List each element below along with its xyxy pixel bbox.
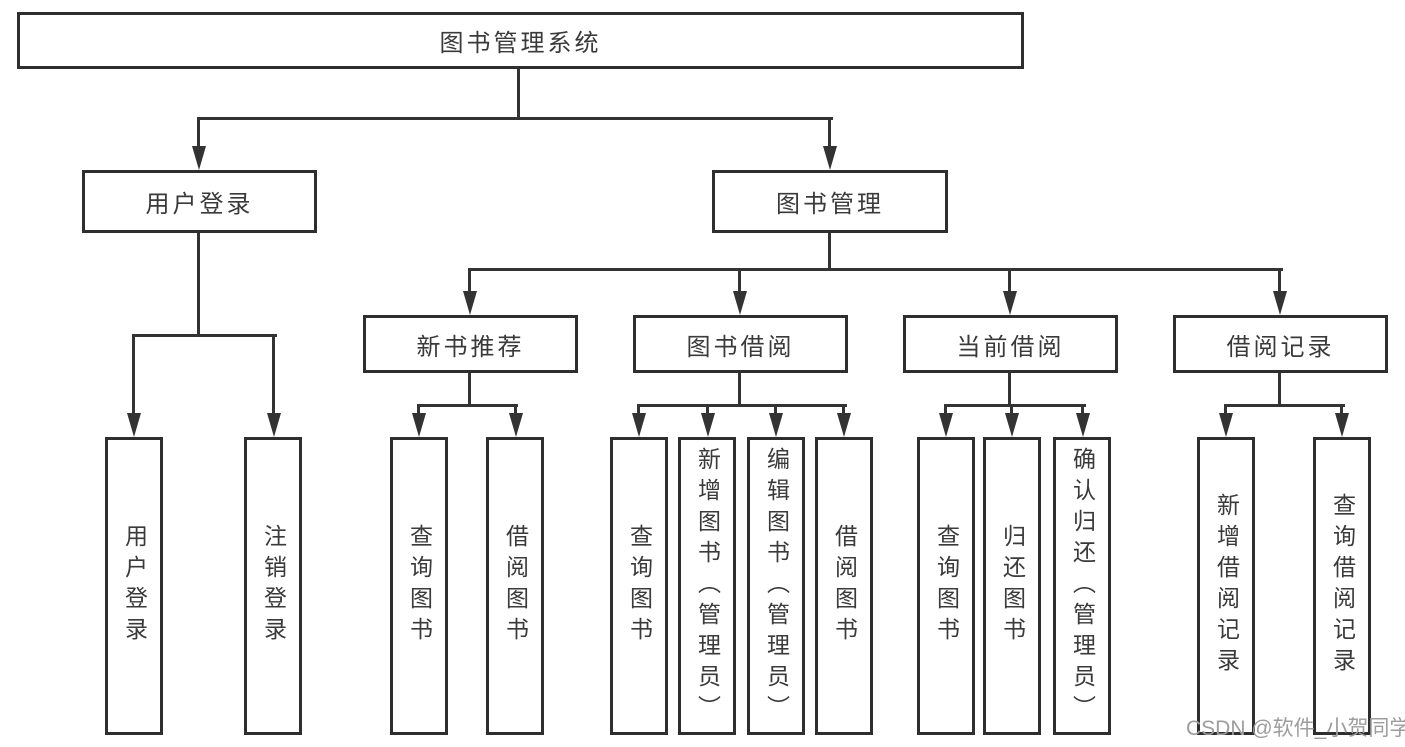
node-cb-return-books-label: 归还图书	[999, 524, 1026, 648]
node-bb-add-books-admin: 新增图书（管理员）	[678, 437, 736, 735]
node-book-management: 图书管理	[712, 170, 948, 233]
arrow-shaft-cb-return	[1010, 404, 1013, 415]
csdn-watermark: CSDN @软件_小贺同学	[1186, 717, 1405, 740]
arrow-shaft-to-borrow-records	[1278, 268, 1281, 293]
connector-user-login-stem	[197, 233, 200, 337]
arrow-shaft-nb-borrow	[514, 404, 517, 415]
connector-borrow-records-hline	[1224, 404, 1345, 407]
connector-new-book-rec-stem	[468, 373, 471, 407]
connector-current-borrow-stem	[1008, 373, 1011, 407]
arrow-shaft-to-new-book-rec	[468, 268, 471, 293]
arrow-shaft-to-current-borrow	[1008, 268, 1011, 293]
connector-book-borrow-stem	[738, 373, 741, 407]
connector-root-stem	[517, 69, 520, 120]
arrow-shaft-cb-confirm	[1081, 404, 1084, 415]
node-br-add-record-label: 新增借阅记录	[1213, 493, 1240, 679]
node-br-query-record-label: 查询借阅记录	[1329, 493, 1356, 679]
connector-book-mgmt-stem	[828, 233, 831, 271]
node-logout-label: 注销登录	[260, 524, 287, 648]
node-new-book-recommend-label: 新书推荐	[416, 333, 525, 361]
node-borrow-records-label: 借阅记录	[1226, 333, 1335, 361]
arrowhead-br-add	[1219, 413, 1233, 437]
node-cb-confirm-return-admin-label: 确认归还（管理员）	[1069, 446, 1096, 726]
node-book-management-label: 图书管理	[776, 191, 884, 218]
connector-book-mgmt-hline	[468, 268, 1283, 271]
node-current-borrow-label: 当前借阅	[956, 333, 1065, 361]
connector-root-hline	[197, 117, 833, 120]
connector-user-login-hline	[132, 334, 277, 337]
arrowhead-to-new-book-rec	[463, 291, 477, 315]
connector-current-borrow-hline	[944, 404, 1086, 407]
node-user-login-action: 用户登录	[105, 437, 163, 735]
node-bb-borrow-books: 借阅图书	[815, 437, 873, 735]
arrow-shaft-to-book-mgmt	[828, 117, 831, 148]
arrowhead-br-query	[1335, 413, 1349, 437]
node-book-borrow: 图书借阅	[633, 315, 848, 373]
arrowhead-nb-query	[412, 413, 426, 437]
node-bb-query-books-label: 查询图书	[626, 524, 653, 648]
node-bb-edit-books-admin: 编辑图书（管理员）	[747, 437, 805, 735]
node-root: 图书管理系统	[17, 12, 1024, 69]
arrowhead-nb-borrow	[509, 413, 523, 437]
arrow-shaft-br-query	[1340, 404, 1343, 415]
arrow-shaft-to-v-logout	[272, 334, 275, 415]
arrowhead-bb-borrow	[837, 413, 851, 437]
arrowhead-bb-add	[701, 413, 715, 437]
arrowhead-to-book-borrow	[733, 291, 747, 315]
arrow-shaft-bb-add	[706, 404, 709, 415]
node-nb-query-books: 查询图书	[390, 437, 448, 735]
node-bb-borrow-books-label: 借阅图书	[831, 524, 858, 648]
node-root-label: 图书管理系统	[439, 30, 602, 57]
node-logout: 注销登录	[244, 437, 302, 735]
node-bb-add-books-admin-label: 新增图书（管理员）	[694, 446, 721, 726]
node-user-login-label: 用户登录	[145, 191, 254, 218]
node-nb-borrow-books: 借阅图书	[486, 437, 544, 735]
arrow-shaft-bb-edit	[774, 404, 777, 415]
node-cb-query-books: 查询图书	[917, 437, 975, 735]
arrowhead-bb-edit	[769, 413, 783, 437]
node-new-book-recommend: 新书推荐	[363, 315, 578, 373]
node-user-login: 用户登录	[82, 170, 317, 233]
node-cb-query-books-label: 查询图书	[933, 524, 960, 648]
arrowhead-cb-confirm	[1076, 413, 1090, 437]
node-br-add-record: 新增借阅记录	[1197, 437, 1255, 735]
node-bb-query-books: 查询图书	[610, 437, 668, 735]
arrow-shaft-bb-query	[637, 404, 640, 415]
arrow-shaft-nb-query	[417, 404, 420, 415]
connector-borrow-records-stem	[1278, 373, 1281, 407]
arrowhead-to-user-login	[192, 146, 206, 170]
connector-book-borrow-hline	[637, 404, 847, 407]
node-current-borrow: 当前借阅	[903, 315, 1118, 373]
arrowhead-to-book-mgmt	[823, 146, 837, 170]
node-book-borrow-label: 图书借阅	[686, 333, 795, 361]
arrow-shaft-to-user-login	[197, 117, 200, 148]
node-user-login-action-label: 用户登录	[121, 524, 148, 648]
node-br-query-record: 查询借阅记录	[1313, 437, 1371, 735]
arrow-shaft-bb-borrow	[842, 404, 845, 415]
connector-new-book-rec-hline	[417, 404, 518, 407]
arrowhead-cb-return	[1005, 413, 1019, 437]
arrowhead-cb-query	[939, 413, 953, 437]
arrow-shaft-cb-query	[944, 404, 947, 415]
arrowhead-to-borrow-records	[1273, 291, 1287, 315]
arrow-shaft-br-add	[1224, 404, 1227, 415]
node-nb-borrow-books-label: 借阅图书	[502, 524, 529, 648]
arrowhead-bb-query	[632, 413, 646, 437]
node-bb-edit-books-admin-label: 编辑图书（管理员）	[763, 446, 790, 726]
arrowhead-to-v-user-login	[127, 413, 141, 437]
node-borrow-records: 借阅记录	[1173, 315, 1388, 373]
arrow-shaft-to-book-borrow	[738, 268, 741, 293]
arrowhead-to-current-borrow	[1003, 291, 1017, 315]
node-cb-confirm-return-admin: 确认归还（管理员）	[1053, 437, 1111, 735]
arrowhead-to-v-logout	[267, 413, 281, 437]
node-cb-return-books: 归还图书	[983, 437, 1041, 735]
arrow-shaft-to-v-user-login	[132, 334, 135, 415]
node-nb-query-books-label: 查询图书	[406, 524, 433, 648]
